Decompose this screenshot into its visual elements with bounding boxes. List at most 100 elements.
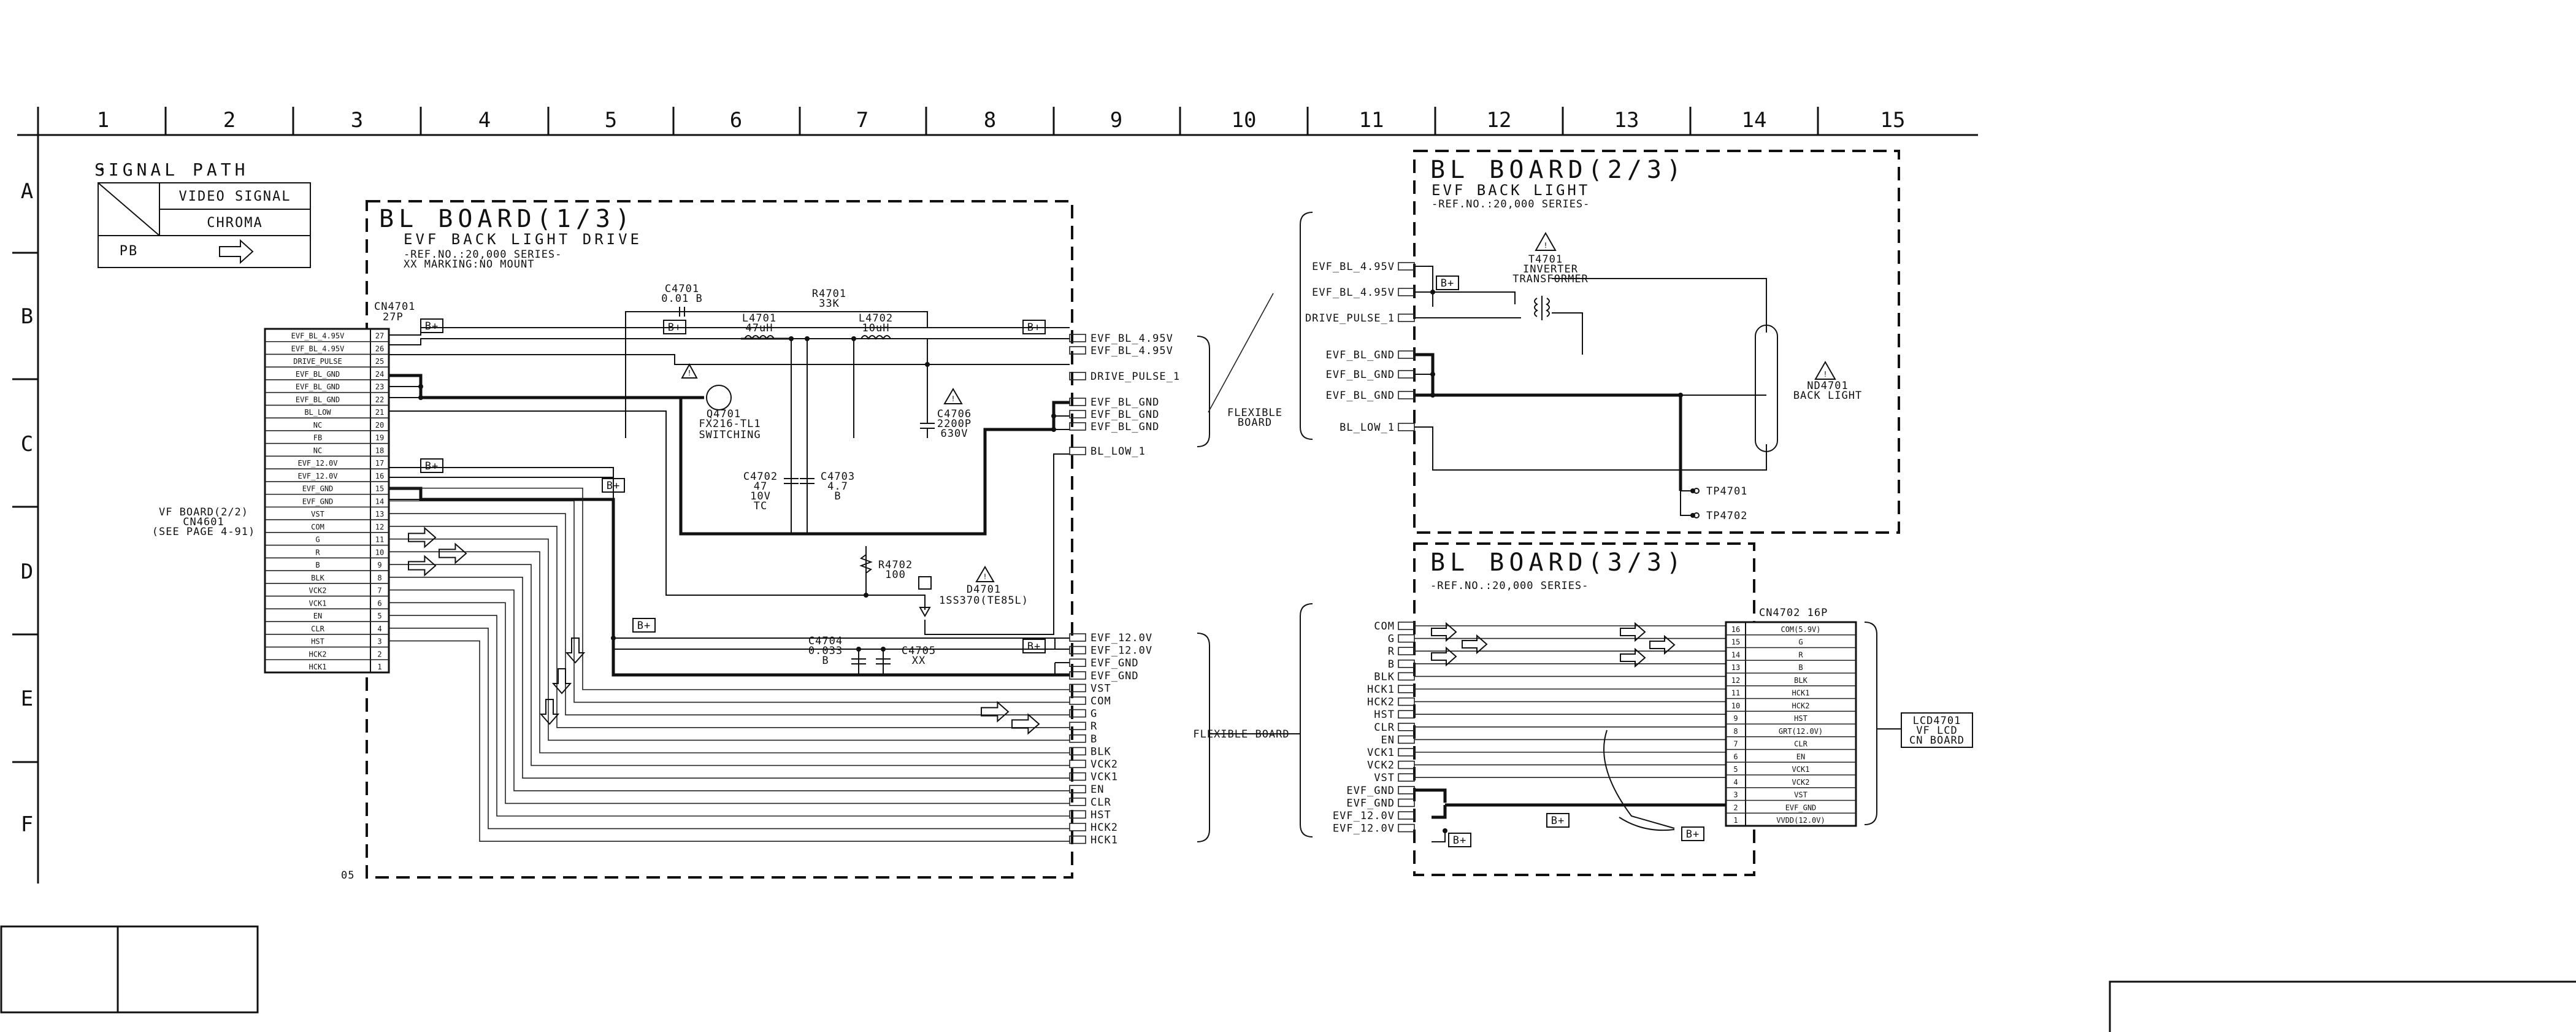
b-plus-marker: B+ [1436, 275, 1459, 290]
grid-col-10: 10 [1232, 108, 1257, 133]
l4702-ref: L4702 [859, 312, 893, 325]
signal-arrow-icon [1620, 622, 1646, 642]
port-label: EVF_BL_4.95V [1091, 345, 1173, 357]
flexible-board-label: FLEXIBLE BOARD [1193, 728, 1289, 741]
c4706-v: 630V [941, 428, 968, 440]
cn4701-pin-number: 25 [375, 357, 384, 366]
cn4702-pin-signal: VCK1 [1792, 765, 1810, 774]
c4701-val: 0.01 B [661, 293, 702, 305]
cn4701-pin-signal: B [315, 561, 320, 569]
b-plus-marker: B+ [1448, 833, 1471, 847]
r4702-val: 100 [885, 569, 906, 581]
b-plus-marker: B+ [602, 478, 625, 493]
signal-arrow-icon [1620, 647, 1646, 668]
vf-board-l1: VF BOARD(2/2) [159, 506, 248, 518]
cn4702-pin-signal: COM(5.9V) [1781, 625, 1820, 634]
cn4702-pin-number: 4 [1733, 778, 1738, 787]
port-label: EVF_BL_GND [1091, 421, 1159, 433]
t4701-l1: INVERTER [1523, 263, 1578, 275]
cn4701-pin-signal: EN [313, 612, 322, 620]
vf-board-l2: CN4601 [183, 516, 224, 528]
lcd4701-l1: LCD4701 [1913, 715, 1961, 727]
cn4701-pin-number: 11 [375, 536, 384, 544]
c4706-warning-icon [943, 388, 963, 404]
cn4701-pin-signal: VCK2 [309, 587, 327, 595]
board2-port-label: EVF_BL_GND [1326, 390, 1395, 402]
cn4701-pin-signal: HCK1 [309, 663, 327, 671]
cn4701-pin-number: 9 [377, 561, 381, 569]
board1-ref: -REF.NO.:20,000 SERIES- [404, 248, 562, 261]
cn4701-pin-number: 26 [375, 344, 384, 353]
port-label: EVF_GND [1091, 670, 1139, 682]
nd4701-ref: ND4701 [1807, 380, 1848, 392]
cn4702-pin-signal: VCK2 [1792, 778, 1810, 787]
cn4701-pin-number: 2 [377, 650, 381, 658]
board1-subtitle: EVF BACK LIGHT DRIVE [404, 231, 642, 248]
board2-port-label: DRIVE_PULSE_1 [1305, 312, 1395, 325]
cn4702-pin-number: 11 [1731, 689, 1740, 698]
cn4701-pin-signal: R [315, 548, 320, 556]
svg-text:B+: B+ [425, 460, 439, 472]
c4706-val: 2200P [937, 418, 972, 430]
signal-arrow-icon [439, 542, 467, 564]
legend-chroma: CHROMA [207, 215, 263, 231]
b-plus-marker: B+ [1022, 320, 1046, 334]
svg-text:B+: B+ [1551, 815, 1565, 827]
cn4701-pin-signal: DRIVE_PULSE [293, 357, 342, 366]
cn4701-pin-signal: COM [311, 523, 324, 531]
cn4702-pin-number: 14 [1731, 650, 1740, 659]
nd4701-val: BACK LIGHT [1793, 390, 1862, 402]
flexible-label-2: BOARD [1238, 417, 1272, 429]
cn4702-pin-signal: EVF_GND [1785, 803, 1817, 812]
board3-port-label: BLK [1374, 671, 1395, 683]
svg-text:B+: B+ [1686, 828, 1700, 841]
cn4701-pin-signal: NC [313, 421, 322, 429]
signal-arrow-icon [551, 668, 572, 695]
board2-port-label: EVF_BL_4.95V [1312, 261, 1395, 273]
port-label: VCK2 [1091, 758, 1118, 771]
cn4701-pin-number: 14 [375, 497, 384, 506]
c4705-val: XX [912, 655, 926, 667]
b-plus-marker: B+ [663, 320, 686, 334]
board3-port-label: R [1388, 645, 1395, 658]
board3-ref: -REF.NO.:20,000 SERIES- [1430, 580, 1589, 592]
board3-port-label: HCK2 [1367, 696, 1395, 709]
cn4701-pin-signal: BLK [311, 574, 324, 582]
board2-ports: EVF_BL_4.95VEVF_BL_4.95VDRIVE_PULSE_1EVF… [1305, 261, 1415, 434]
t4701-warning-icon [1535, 231, 1557, 251]
board1-note: XX MARKING:NO MOUNT [404, 258, 534, 271]
tp4702-label: TP4702 [1706, 510, 1747, 522]
cn4701-pin-number: 10 [375, 548, 384, 556]
cn4701-pin-number: 22 [375, 395, 384, 404]
port-label: HST [1091, 809, 1111, 821]
port-label: CLR [1091, 796, 1111, 809]
c4702-v: 10V [750, 490, 771, 503]
cn4701-pin-signal: FB [313, 434, 322, 442]
cn4701-pin-signal: EVF_12.0V [297, 459, 337, 468]
c4704-val: 0.033 [808, 645, 843, 657]
cn4701-pin-signal: G [315, 536, 320, 544]
cn4701-pin-signal: BL_LOW [304, 408, 331, 417]
signal-path-legend: SIGNAL PATH VIDEO SIGNAL CHROMA PB [94, 160, 311, 268]
cn4701-pin-number: 7 [377, 587, 381, 595]
signal-arrow-icon [1462, 634, 1488, 655]
grid-col-11: 11 [1359, 108, 1384, 133]
cn4701-pin-number: 5 [377, 612, 381, 620]
cn4702-pin-number: 3 [1733, 791, 1738, 799]
grid-col-6: 6 [730, 108, 742, 133]
port-label: G [1091, 708, 1097, 720]
t4701-ref: T4701 [1528, 253, 1563, 266]
board3-port-label: VCK1 [1367, 747, 1395, 759]
cn4702-ref: CN4702 16P [1759, 607, 1828, 619]
port-label: COM [1091, 695, 1111, 707]
q4701-warning-mark: ! [687, 369, 691, 377]
lcd4701-l2: VF LCD [1916, 725, 1957, 737]
c4702-t: TC [754, 500, 767, 512]
c4703-ref: C4703 [821, 471, 855, 483]
c4704-ref: C4704 [808, 635, 843, 647]
cn4702-pin-signal: HST [1794, 714, 1807, 723]
cn4701-pin-number: 15 [375, 485, 384, 493]
board3-port-label: G [1388, 633, 1395, 645]
